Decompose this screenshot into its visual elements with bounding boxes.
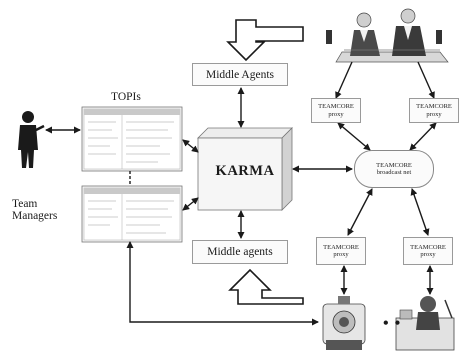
broadcast-proxy-bl-link: [347, 188, 373, 236]
karma-label: KARMA: [215, 163, 275, 179]
middle-agents-bottom-box: Middle agents: [192, 240, 288, 264]
middle-agents-bottom-label: Middle agents: [207, 246, 273, 258]
proxy-label: TEAMCORE: [416, 103, 452, 111]
broadcast-label: TEAMCORE: [376, 161, 412, 169]
broadcast-sub: broadcast net: [376, 169, 412, 176]
business-people-meeting-icon: [326, 8, 449, 63]
proxy-label: TEAMCORE: [323, 243, 359, 251]
meeting-proxy-right-link: [417, 61, 435, 99]
proxy-label: TEAMCORE: [318, 103, 354, 111]
topi-window-upper: [81, 106, 183, 172]
arrow-in-bottom-icon: [228, 268, 304, 305]
proxy-sub: proxy: [426, 110, 442, 118]
broadcast-proxy-br-link: [410, 188, 430, 236]
proxy-tl-broadcast-link: [337, 122, 371, 151]
topi-robot-loop-link: [126, 241, 319, 326]
topis-label: TOPIs: [111, 91, 141, 103]
arrow-in-top-icon: [226, 19, 304, 62]
topi-window-lower: [81, 185, 183, 243]
topi-lower-karma-link: [182, 197, 199, 211]
proxy-tr-broadcast-link: [409, 122, 437, 151]
meeting-proxy-left-link: [335, 61, 353, 99]
middle-agents-top-label: Middle Agents: [205, 68, 275, 81]
person-silhouette-icon: [18, 111, 45, 168]
office-agent-icon: [395, 296, 455, 351]
proxy-sub: proxy: [328, 110, 344, 118]
middle-agents-top-box: Middle Agents: [192, 63, 288, 86]
proxy-label: TEAMCORE: [410, 243, 446, 251]
karma-box: [197, 127, 293, 211]
team-managers-label: Team Managers: [12, 198, 58, 223]
robot-agent-icon: [322, 296, 366, 350]
topi-upper-karma-link: [182, 139, 199, 153]
proxy-sub: proxy: [333, 251, 349, 258]
proxy-sub: proxy: [420, 251, 436, 258]
more-agents-ellipsis: • •: [383, 315, 402, 332]
